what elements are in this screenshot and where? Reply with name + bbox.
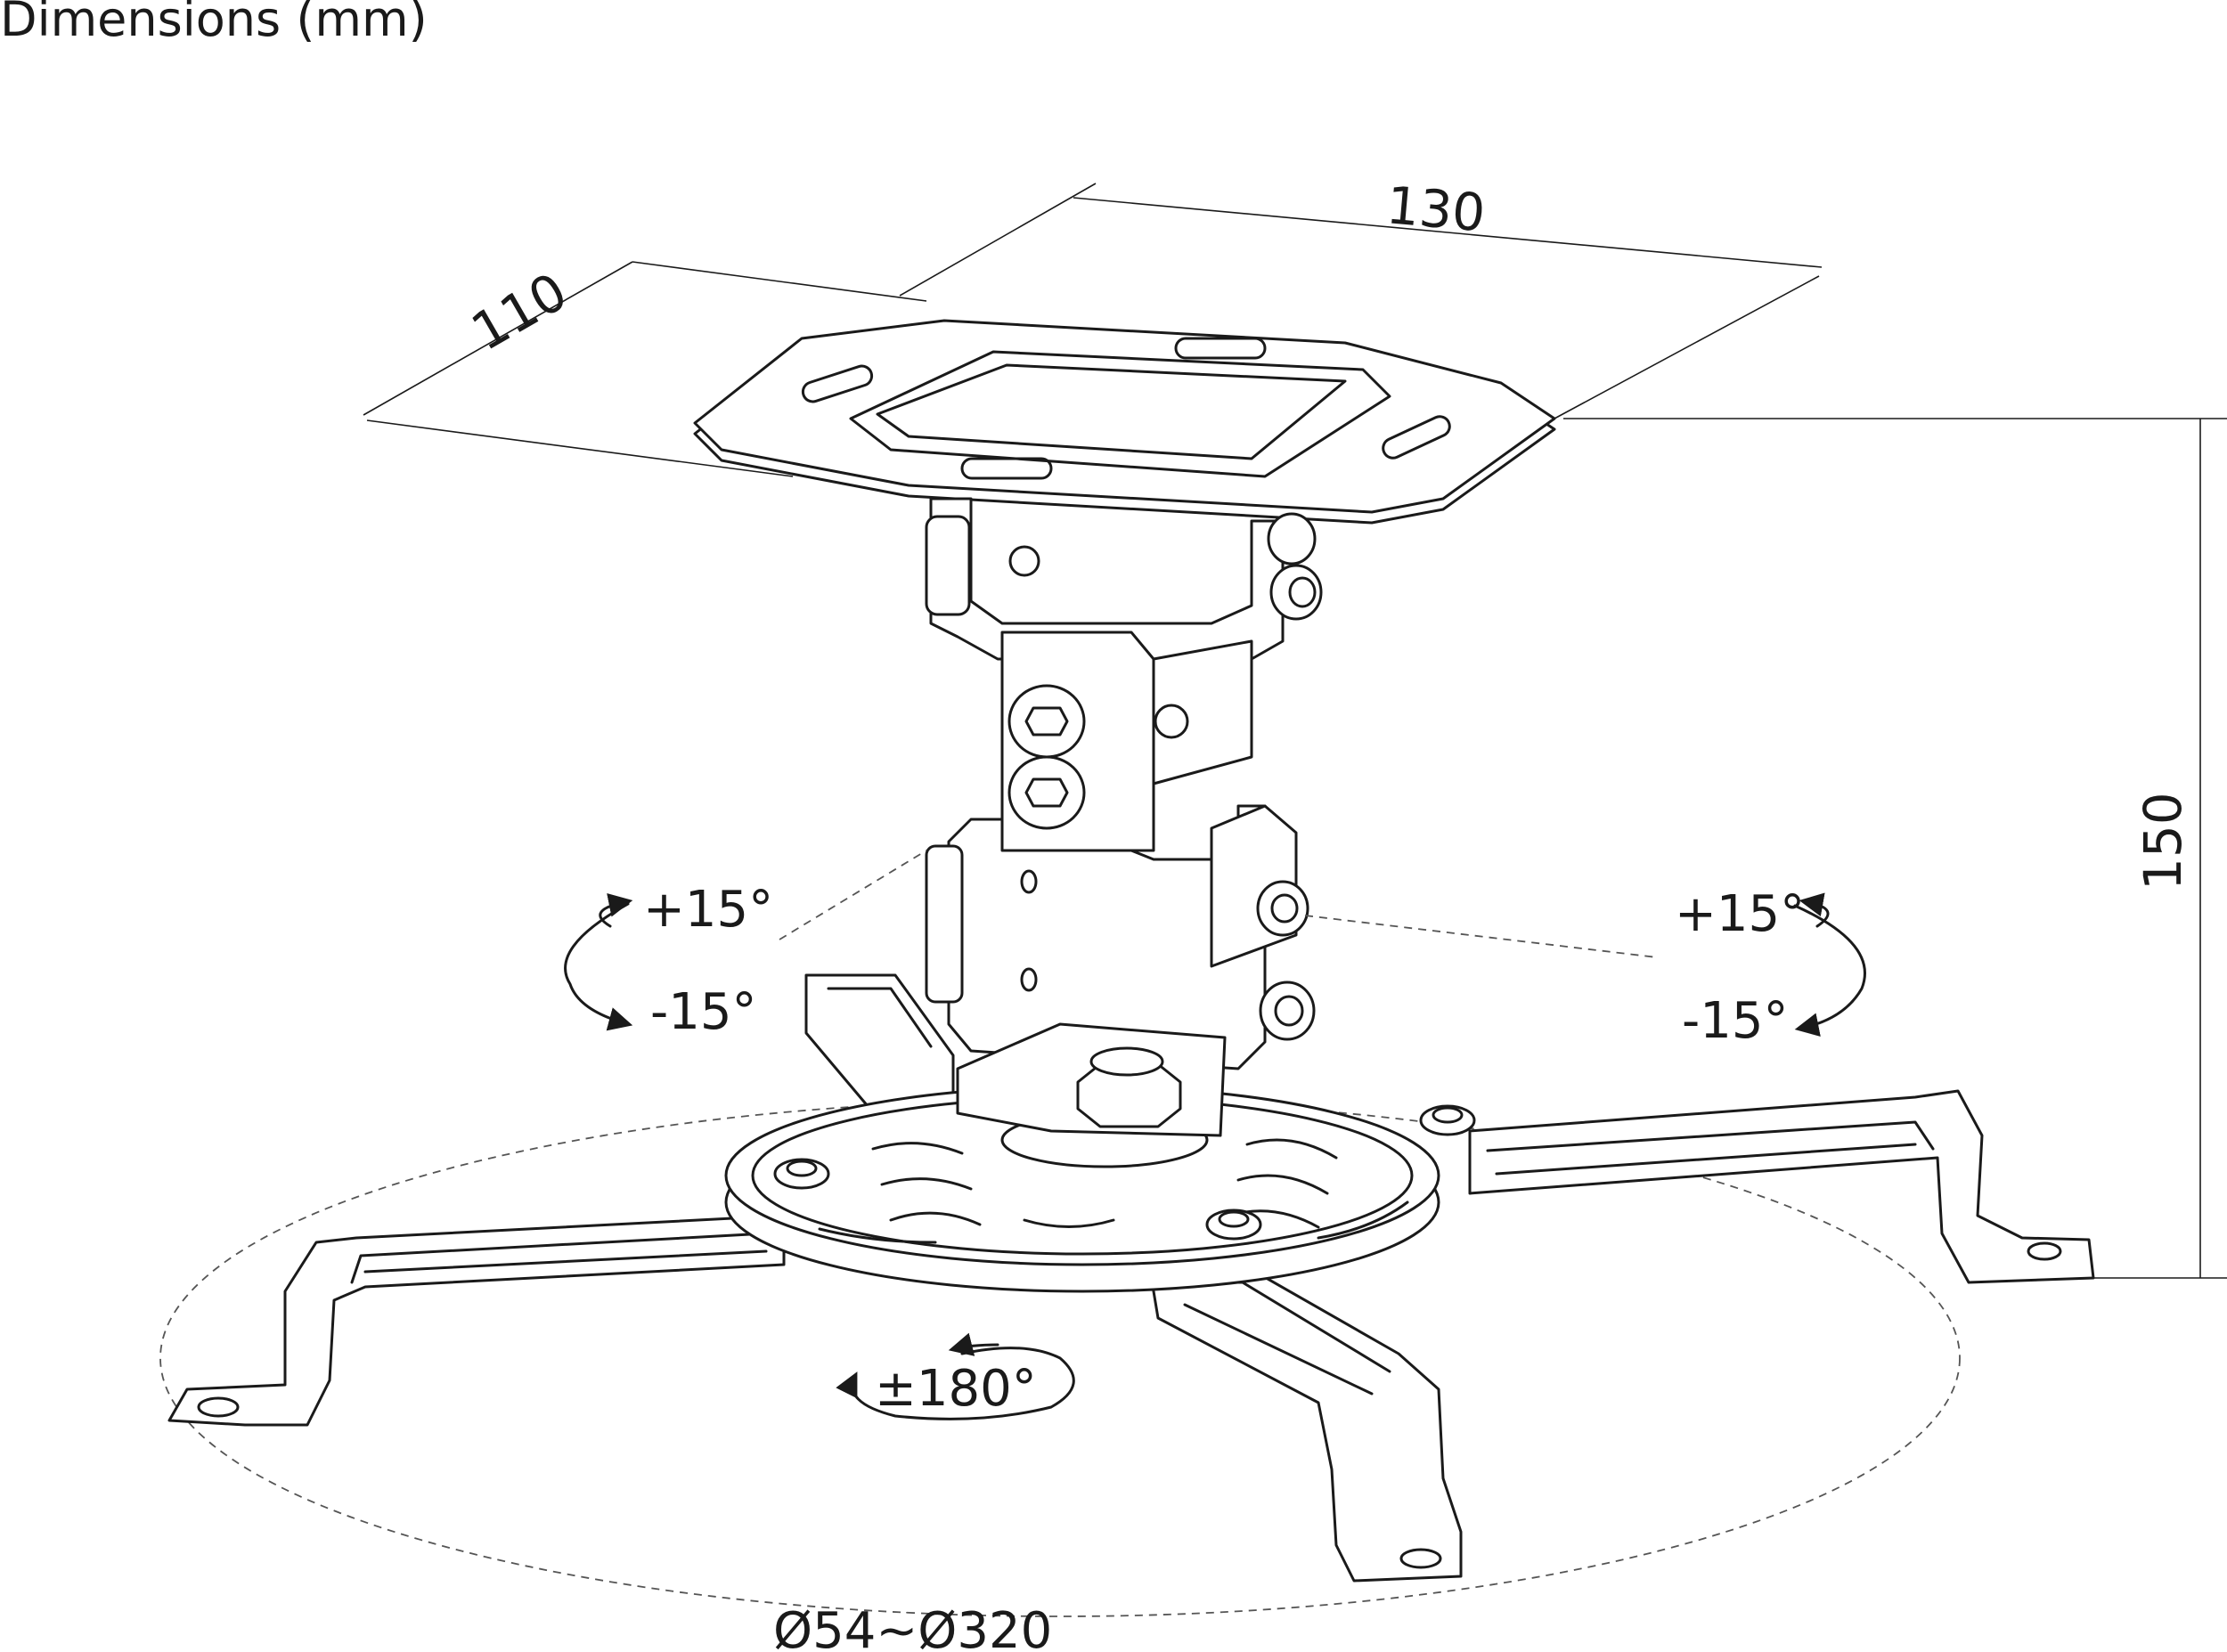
- tilt-right-down-label: -15°: [1682, 992, 1788, 1050]
- mounting-arms: [167, 973, 2095, 1583]
- swivel-label: ±180°: [875, 1360, 1037, 1418]
- ceiling-plate: [693, 319, 1556, 525]
- height-dimension-label: 150: [2133, 792, 2193, 891]
- diagram-title: Dimensions (mm): [0, 0, 428, 47]
- swivel-indicator: [836, 1332, 1075, 1420]
- tilt-bracket: [925, 804, 1316, 1137]
- tilt-left-up-label: +15°: [643, 881, 773, 939]
- tilt-indicators: [564, 850, 1866, 1037]
- diameter-range-label: Ø54~Ø320: [773, 1602, 1052, 1652]
- dimension-lines: [363, 183, 2227, 1279]
- tilt-left-down-label: -15°: [650, 983, 756, 1041]
- width-dimension-label: 130: [1384, 175, 1488, 243]
- swivel-plate: [724, 1085, 1476, 1293]
- middle-block: [1000, 631, 1253, 852]
- depth-dimension-label: 110: [461, 261, 577, 362]
- tilt-right-up-label: +15°: [1675, 885, 1805, 943]
